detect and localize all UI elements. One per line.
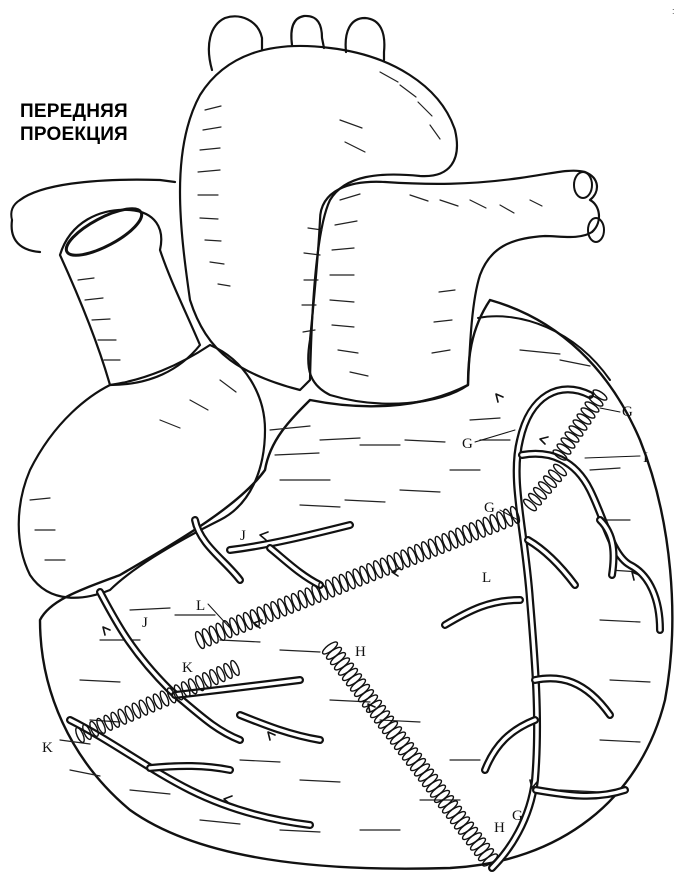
labels: G G I G L J J L H K K H G — [42, 404, 648, 836]
coil-loop — [222, 662, 234, 679]
label-k-left: K — [42, 740, 53, 756]
coil-loop — [152, 693, 164, 710]
label-g-upper: G — [462, 436, 473, 452]
label-i: I — [643, 450, 648, 466]
coil-loop — [201, 672, 213, 689]
corner-mark: : — [672, 6, 675, 16]
coil-loop — [137, 699, 149, 716]
coil-loop — [532, 486, 548, 501]
coil-loop — [537, 480, 553, 495]
coil-loop — [109, 711, 121, 728]
label-g-bottom: G — [512, 808, 523, 824]
label-j-upper: J — [240, 528, 246, 544]
superior-vena-cava — [11, 180, 200, 385]
label-h-bottom: H — [494, 820, 505, 836]
graft-g-top — [552, 388, 609, 462]
coil-loop — [527, 492, 543, 507]
pulmonary-trunk — [308, 171, 604, 404]
coil-loop — [208, 669, 220, 686]
graft-g-side — [522, 463, 568, 513]
coil-loop — [542, 474, 558, 489]
coil-loop — [116, 708, 128, 725]
label-j-lower: J — [142, 615, 148, 631]
aortic-arch — [180, 16, 457, 390]
coil-loop — [102, 714, 114, 731]
label-k-mid: K — [182, 660, 193, 676]
circumflex-artery — [522, 454, 660, 630]
title-line-1: ПЕРЕДНЯЯ — [20, 101, 128, 122]
label-g-top-right: G — [622, 404, 633, 420]
label-l-left: L — [196, 598, 205, 614]
label-h-mid: H — [355, 644, 366, 660]
graft-h-diagonal — [321, 640, 499, 868]
coil-loop — [229, 659, 241, 676]
coil-loop — [123, 705, 135, 722]
coil-loop — [215, 666, 227, 683]
coil-loop — [522, 498, 538, 513]
coil-loop — [130, 702, 142, 719]
label-g-mid: G — [484, 500, 495, 516]
label-l-right: L — [482, 570, 491, 586]
coil-loop — [547, 468, 563, 483]
left-anterior-descending-artery — [445, 389, 625, 868]
title-line-2: ПРОЕКЦИЯ — [20, 124, 128, 145]
coil-loop — [145, 696, 157, 713]
